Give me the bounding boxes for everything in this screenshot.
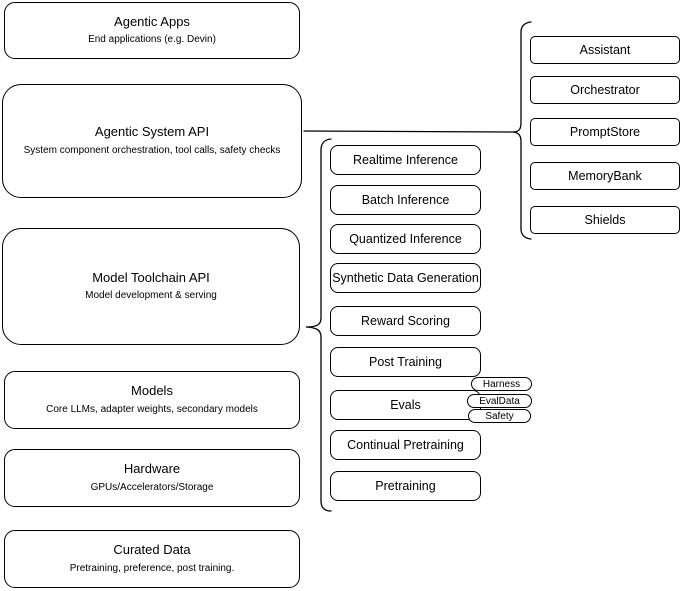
component-label: Shields	[584, 213, 626, 227]
node-title: Agentic System API	[94, 124, 210, 140]
node-quantized-inference: Quantized Inference	[330, 224, 481, 254]
toolchain-brace	[305, 138, 332, 512]
node-title: Curated Data	[113, 542, 191, 558]
item-label: Synthetic Data Generation	[332, 271, 479, 285]
node-promptstore: PromptStore	[530, 118, 680, 146]
node-pretraining: Pretraining	[330, 471, 481, 501]
node-title: Model Toolchain API	[92, 269, 210, 285]
node-shields: Shields	[530, 206, 680, 234]
item-label: Realtime Inference	[353, 153, 458, 167]
node-curated-data: Curated Data Pretraining, preference, po…	[4, 530, 300, 588]
tag-safety: Safety	[468, 409, 531, 423]
node-title: Hardware	[123, 461, 181, 477]
node-reward-scoring: Reward Scoring	[330, 306, 481, 336]
node-agentic-system-api: Agentic System API System component orch…	[2, 84, 302, 198]
node-continual-pretraining: Continual Pretraining	[330, 430, 481, 460]
item-label: Reward Scoring	[361, 314, 450, 328]
item-label: Pretraining	[375, 479, 436, 493]
node-realtime-inference: Realtime Inference	[330, 145, 481, 175]
node-hardware: Hardware GPUs/Accelerators/Storage	[4, 449, 300, 507]
node-orchestrator: Orchestrator	[530, 76, 680, 104]
components-brace	[512, 21, 532, 240]
node-batch-inference: Batch Inference	[330, 185, 481, 215]
tag-evaldata: EvalData	[467, 394, 532, 408]
component-label: MemoryBank	[568, 169, 642, 183]
item-label: Quantized Inference	[349, 232, 462, 246]
node-subtitle: Model development & serving	[85, 290, 217, 302]
node-models: Models Core LLMs, adapter weights, secon…	[4, 371, 300, 429]
node-assistant: Assistant	[530, 36, 680, 64]
tag-harness: Harness	[471, 377, 532, 391]
component-label: Orchestrator	[570, 83, 640, 97]
node-memorybank: MemoryBank	[530, 162, 680, 190]
node-synthetic-data-generation: Synthetic Data Generation	[330, 263, 481, 293]
node-subtitle: Pretraining, preference, post training.	[69, 562, 235, 574]
tag-label: EvalData	[479, 395, 520, 407]
component-label: PromptStore	[569, 125, 641, 139]
system-api-to-components-line	[303, 130, 514, 133]
node-agentic-apps: Agentic Apps End applications (e.g. Devi…	[4, 2, 300, 59]
node-subtitle: GPUs/Accelerators/Storage	[90, 481, 214, 493]
component-label: Assistant	[579, 43, 631, 57]
node-subtitle: Core LLMs, adapter weights, secondary mo…	[46, 403, 258, 415]
item-label: Post Training	[369, 355, 442, 369]
node-model-toolchain-api: Model Toolchain API Model development & …	[2, 228, 300, 345]
node-subtitle: System component orchestration, tool cal…	[23, 144, 281, 156]
node-subtitle: End applications (e.g. Devin)	[88, 34, 216, 46]
node-title: Models	[131, 383, 173, 399]
item-label: Evals	[390, 398, 421, 412]
node-evals: Evals	[330, 390, 481, 420]
tag-label: Safety	[485, 410, 514, 422]
node-post-training: Post Training	[330, 347, 481, 377]
item-label: Batch Inference	[361, 193, 450, 207]
item-label: Continual Pretraining	[347, 438, 464, 452]
tag-label: Harness	[482, 378, 521, 390]
node-title: Agentic Apps	[114, 13, 190, 29]
